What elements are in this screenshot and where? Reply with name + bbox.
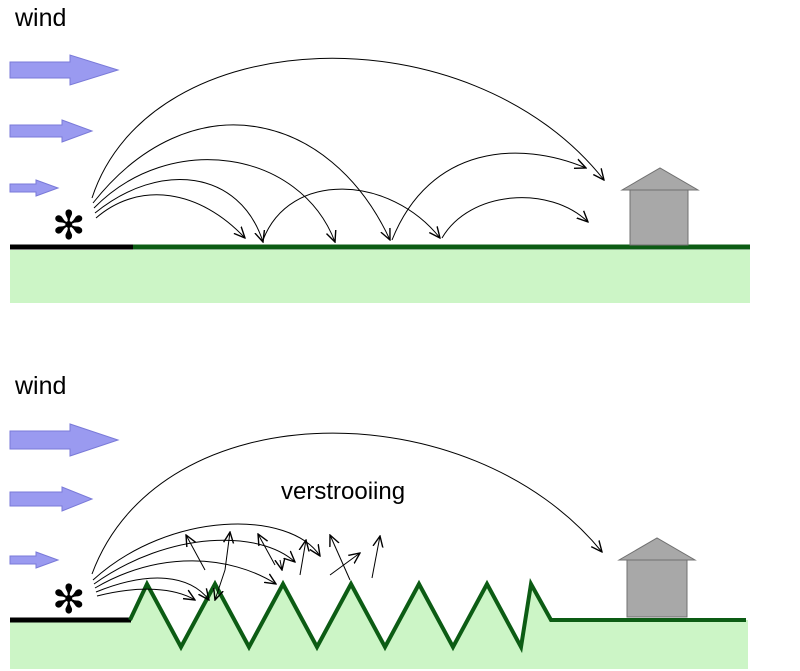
ground-with-barrier xyxy=(10,584,748,669)
wind-label-bottom: wind xyxy=(15,372,67,400)
trajectories-bottom xyxy=(91,432,602,600)
bottom-panel xyxy=(9,423,748,669)
emission-source-icon: ✻ xyxy=(52,203,86,249)
wind-arrow-small-icon xyxy=(9,179,60,197)
trajectories-top xyxy=(91,57,604,242)
wind-arrow-large-icon xyxy=(9,423,120,457)
emission-source-icon: ✻ xyxy=(52,577,86,623)
wind-arrow-medium-icon xyxy=(9,119,94,143)
wind-arrow-medium-icon xyxy=(9,486,94,512)
top-panel xyxy=(9,54,750,303)
house-icon xyxy=(617,537,697,618)
ground xyxy=(10,250,750,303)
wind-arrow-large-icon xyxy=(9,54,120,86)
wind-arrow-small-icon xyxy=(9,551,60,569)
sawtooth-barrier xyxy=(128,577,746,654)
scatter-label: verstrooiing xyxy=(281,478,406,505)
house-icon xyxy=(620,167,700,246)
wind-label-top: wind xyxy=(15,4,67,32)
